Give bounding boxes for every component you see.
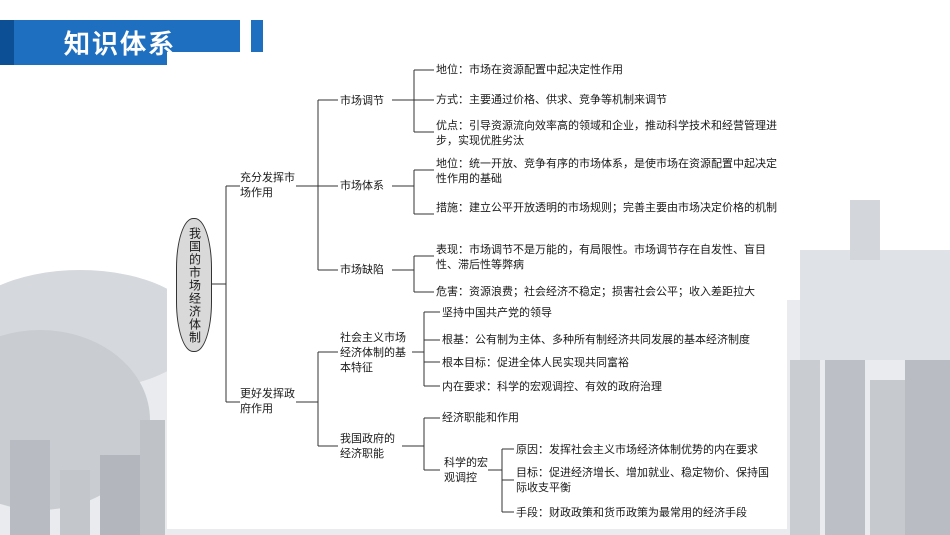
leaf-internal-requirement: 内在要求：科学的宏观调控、有效的政府治理 — [442, 380, 662, 393]
leaf-party-leadership: 坚持中国共产党的领导 — [442, 306, 552, 319]
leaf-market-regulation-advantage: 优点：引导资源流向效率高的领域和企业，推动科学技术和经营管理进步，实现优胜劣汰 — [436, 119, 777, 147]
leaf-fundamental-goal: 根本目标：促进全体人民实现共同富裕 — [442, 356, 629, 369]
leaf-market-defects-manifestation: 表现：市场调节不是万能的，有局限性。市场调节存在自发性、盲目性、滞后性等弊病 — [436, 243, 766, 271]
leaf-market-regulation-method: 方式：主要通过价格、供求、竞争等机制来调节 — [436, 93, 667, 106]
root-node-label: 我国的市场经济体制 — [187, 226, 202, 344]
leaf-market-defects-harm: 危害：资源浪费；社会经济不稳定；损害社会公平；收入差距拉大 — [436, 285, 755, 298]
node-basic-features: 社会主义市场经济体制的基本特征 — [340, 331, 406, 374]
leaf-economic-functions: 经济职能和作用 — [442, 411, 519, 424]
node-market-system: 市场体系 — [340, 179, 384, 192]
node-macro-control: 科学的宏观调控 — [444, 456, 488, 484]
leaf-market-system-status: 地位：统一开放、竞争有序的市场体系，是使市场在资源配置中起决定性作用的基础 — [436, 157, 777, 185]
leaf-foundation: 根基：公有制为主体、多种所有制经济共同发展的基本经济制度 — [442, 333, 750, 346]
branch-market-role: 充分发挥市场作用 — [240, 171, 295, 199]
title-left-stripe — [0, 20, 14, 65]
leaf-macro-control-goal: 目标：促进经济增长、增加就业、稳定物价、保持国际收支平衡 — [516, 466, 769, 494]
node-market-defects: 市场缺陷 — [340, 263, 384, 276]
node-market-regulation: 市场调节 — [340, 94, 384, 107]
page-title: 知识体系 — [63, 30, 176, 60]
leaf-macro-control-reason: 原因：发挥社会主义市场经济体制优势的内在要求 — [516, 443, 758, 456]
root-node: 我国的市场经济体制 — [176, 218, 212, 352]
leaf-market-system-measures: 措施：建立公平开放透明的市场规则；完善主要由市场决定价格的机制 — [436, 201, 777, 214]
leaf-macro-control-means: 手段：财政政策和货币政策为最常用的经济手段 — [516, 506, 747, 519]
node-government-economic-functions: 我国政府的经济职能 — [340, 432, 395, 460]
branch-government-role: 更好发挥政府作用 — [240, 387, 295, 415]
diagram-panel — [167, 52, 787, 529]
leaf-market-regulation-status: 地位：市场在资源配置中起决定性作用 — [436, 63, 623, 76]
